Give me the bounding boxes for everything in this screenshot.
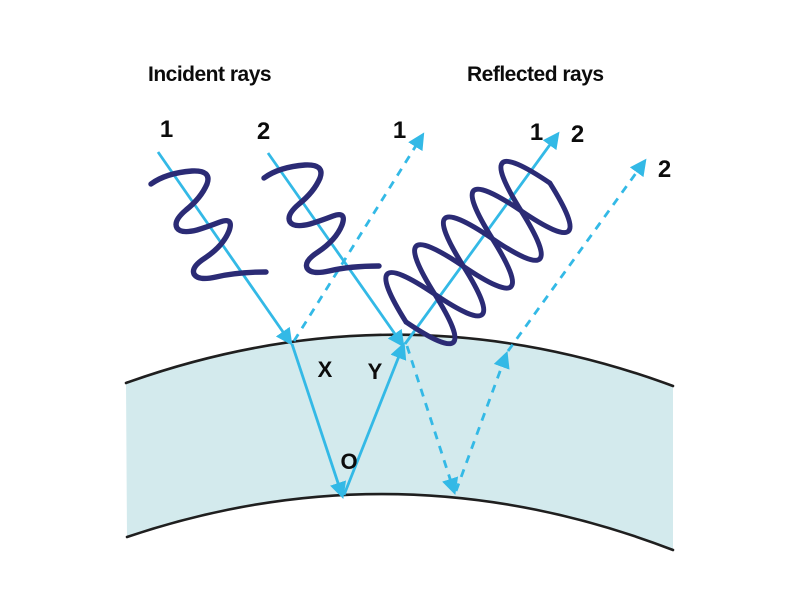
wave-symbols [148, 158, 573, 347]
coil-wave-b [403, 180, 573, 347]
label-point-y: Y [368, 359, 383, 384]
label-reflected-ray-1-solid: 1 [530, 119, 543, 146]
refracted-ray-2-up-dashed [454, 351, 510, 492]
film-bottom-surface [125, 492, 675, 552]
rays [156, 131, 647, 499]
film-body [126, 334, 673, 550]
label-reflected-ray-2-dashed: 2 [658, 156, 671, 183]
coil-wave-a [383, 158, 553, 325]
incident-ray-2 [266, 152, 405, 348]
refracted-ray-2-down-dashed [405, 345, 459, 495]
heading-reflected-rays: Reflected rays [467, 63, 604, 86]
label-incident-ray-1: 1 [160, 116, 173, 143]
label-point-o: O [340, 449, 357, 474]
label-incident-ray-2: 2 [257, 118, 270, 145]
heading-incident-rays: Incident rays [148, 63, 271, 86]
reflected-ray-1-partial-dashed [292, 132, 425, 342]
superposed-wave-coil-icon [383, 158, 573, 347]
incident-wave-1-icon [148, 168, 269, 282]
incident-wave-2-icon [261, 162, 382, 276]
label-reflected-ray-2-solid: 2 [571, 121, 584, 148]
label-reflected-ray-1-dashed: 1 [393, 117, 406, 144]
incident-ray-1 [156, 151, 293, 346]
film-band [124, 333, 675, 552]
refracted-ray-1-down [290, 343, 347, 499]
label-point-x: X [318, 357, 333, 382]
refracted-ray-1-up [342, 342, 407, 496]
